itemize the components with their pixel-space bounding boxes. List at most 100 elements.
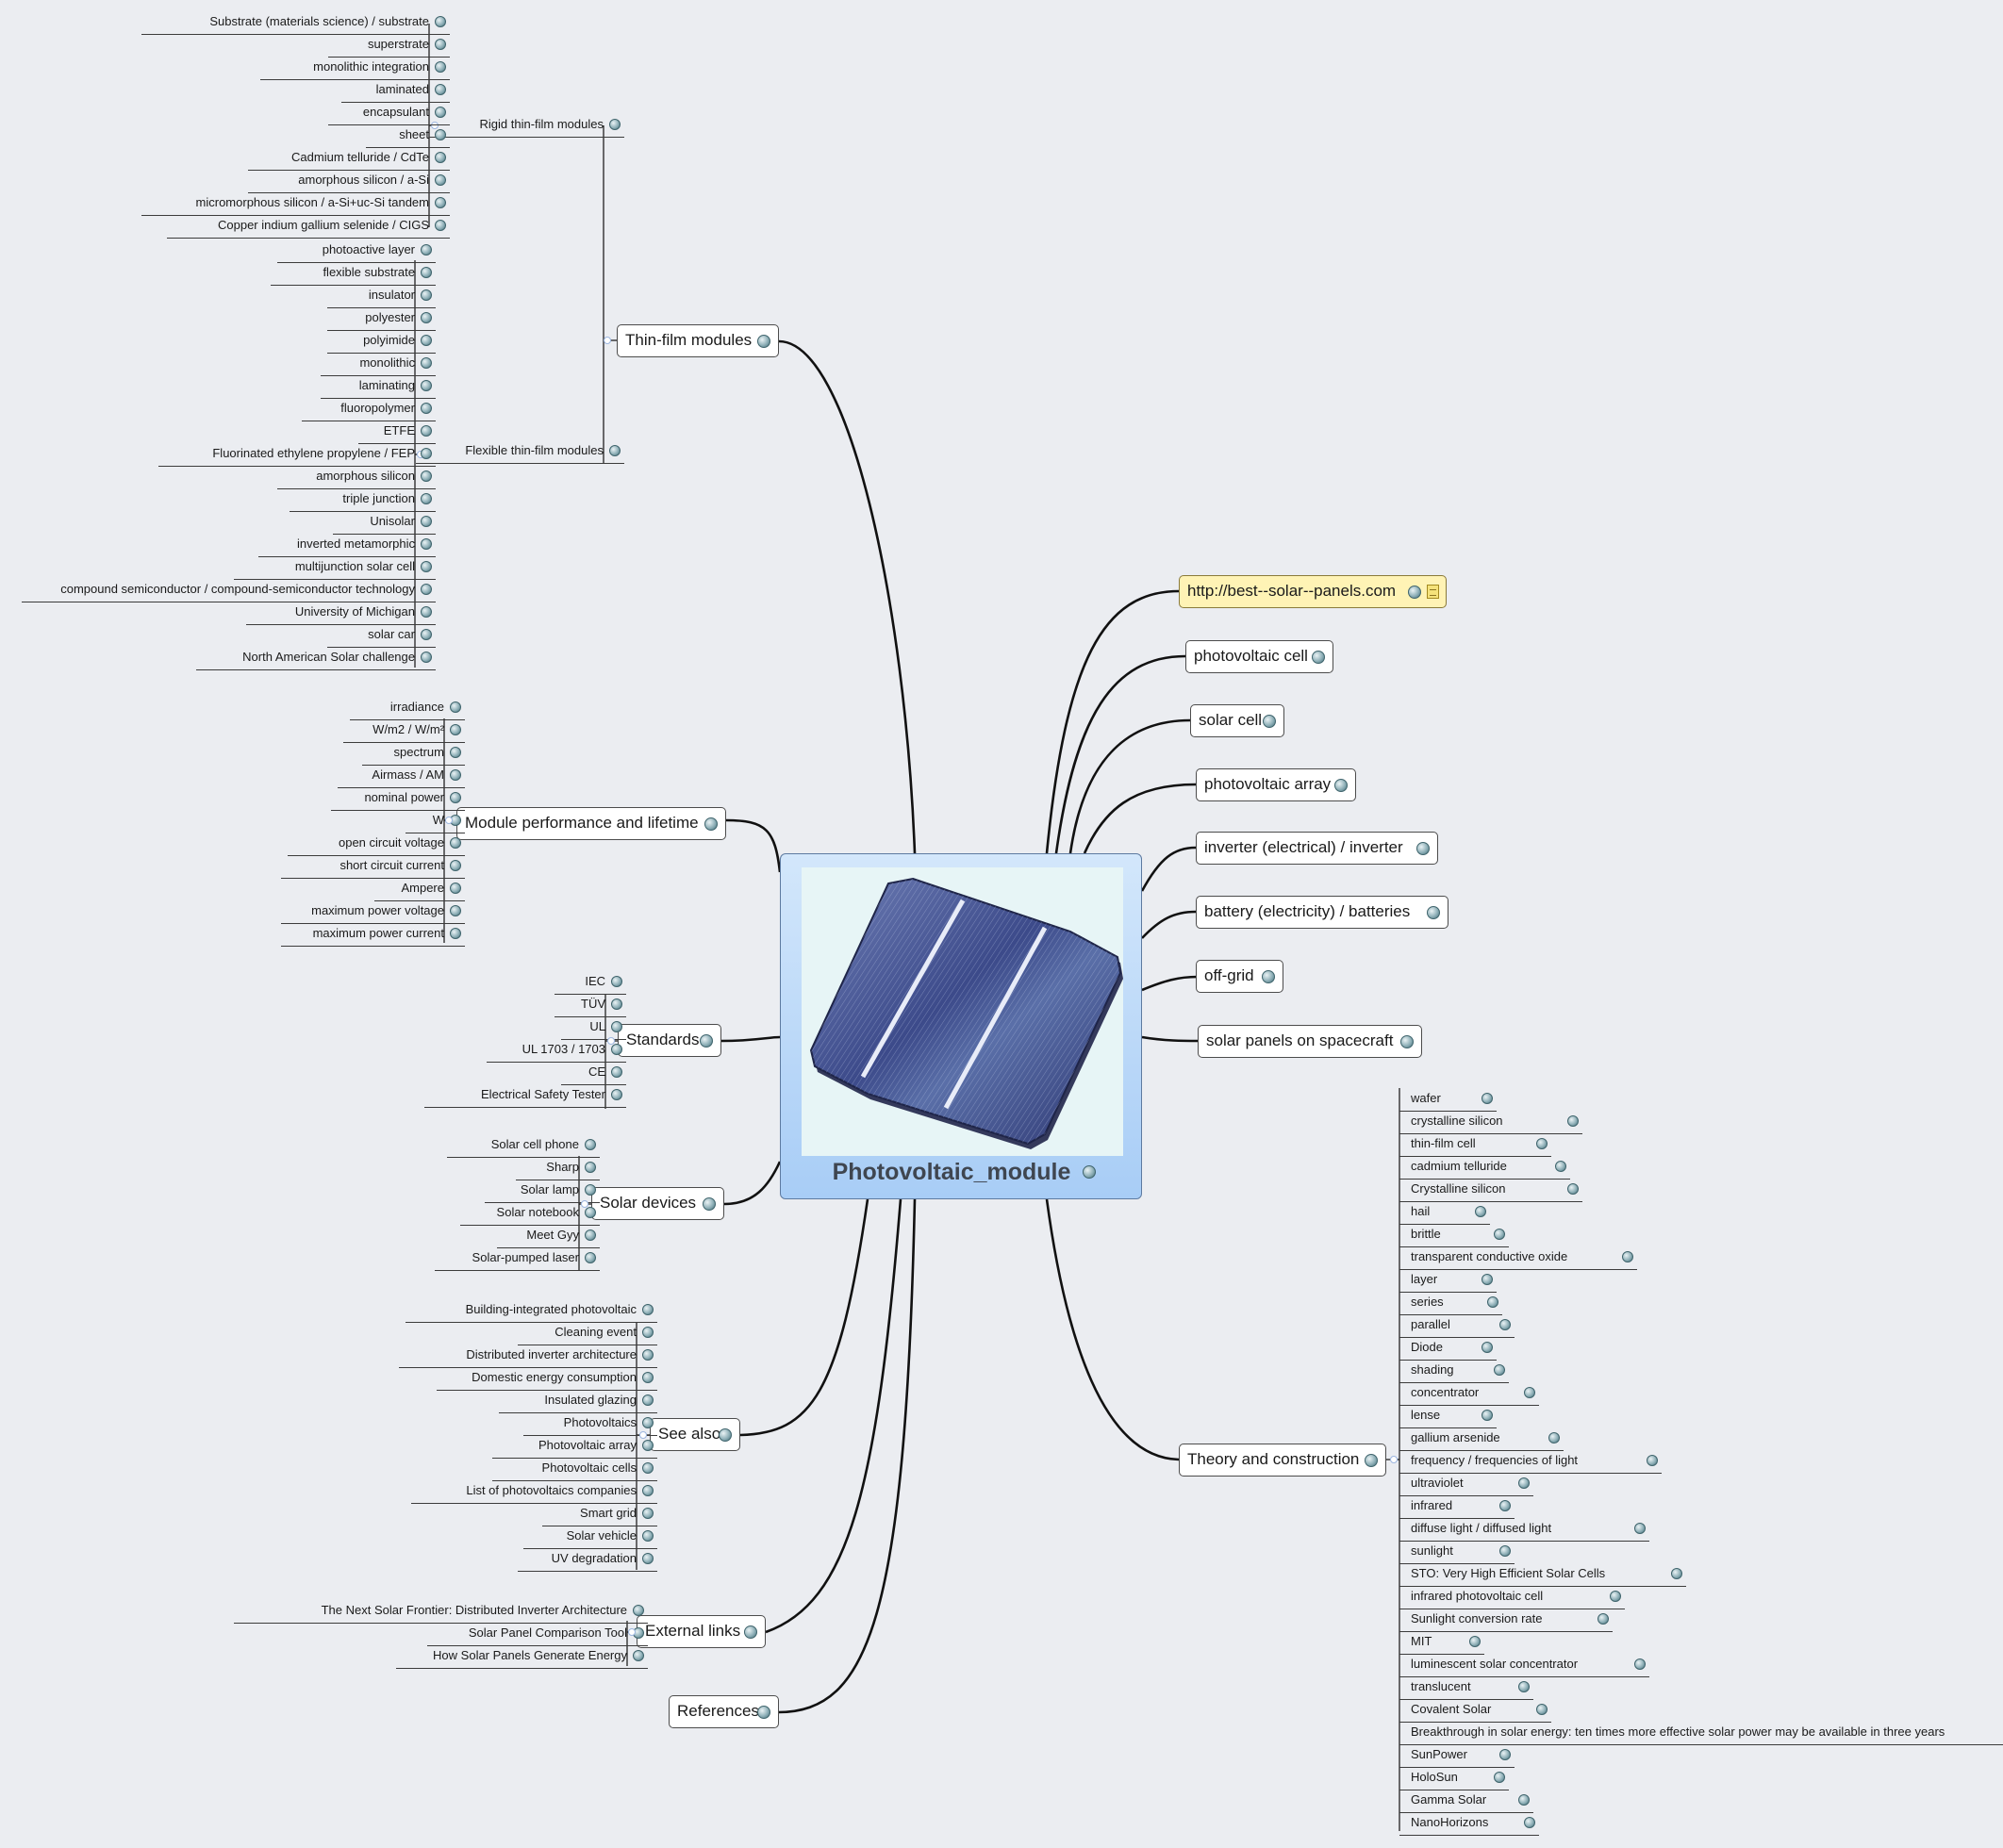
leaf-meet-gyy[interactable]: Meet Gyy: [497, 1225, 600, 1248]
leaf-electrical-safety-tester[interactable]: Electrical Safety Tester: [424, 1084, 626, 1108]
topic-battery-electricity-batteries[interactable]: battery (electricity) / batteries: [1196, 896, 1448, 929]
collapse-toggle-icon[interactable]: [604, 337, 611, 344]
leaf-photovoltaics[interactable]: Photovoltaics: [523, 1412, 657, 1436]
leaf-nanohorizons[interactable]: NanoHorizons: [1399, 1812, 1539, 1836]
topic-thin-film-modules[interactable]: Thin-film modules: [617, 324, 779, 357]
leaf-monolithic-integration[interactable]: monolithic integration: [260, 57, 450, 80]
leaf-copper-indium-gallium-selenide-cigs[interactable]: Copper indium gallium selenide / CIGS: [167, 215, 450, 239]
leaf-solar-car[interactable]: solar car: [327, 624, 436, 648]
leaf-solar-cell-phone[interactable]: Solar cell phone: [447, 1134, 600, 1158]
leaf-brittle[interactable]: brittle: [1399, 1224, 1509, 1247]
collapse-toggle-icon[interactable]: [431, 122, 439, 129]
collapse-toggle-icon[interactable]: [628, 1628, 636, 1636]
leaf-w[interactable]: W: [406, 810, 465, 833]
leaf-photoactive-layer[interactable]: photoactive layer: [277, 239, 436, 263]
leaf-layer[interactable]: layer: [1399, 1269, 1497, 1293]
topic-off-grid[interactable]: off-grid: [1196, 960, 1283, 993]
topic-module-performance[interactable]: Module performance and lifetime: [456, 807, 726, 840]
leaf-monolithic[interactable]: monolithic: [321, 353, 436, 376]
leaf-university-of-michigan[interactable]: University of Michigan: [246, 602, 436, 625]
leaf-triple-junction[interactable]: triple junction: [290, 488, 436, 512]
subtopic-flexible-thin-film-modules[interactable]: Flexible thin-film modules: [416, 440, 624, 464]
topic-standards[interactable]: Standards: [618, 1024, 721, 1057]
leaf-open-circuit-voltage[interactable]: open circuit voltage: [288, 833, 465, 856]
leaf-irradiance[interactable]: irradiance: [350, 697, 465, 720]
subtopic-rigid-thin-film-modules[interactable]: Rigid thin-film modules: [429, 114, 624, 138]
note-icon[interactable]: [1427, 585, 1439, 599]
leaf-solar-vehicle[interactable]: Solar vehicle: [523, 1526, 657, 1549]
leaf-crystalline-silicon[interactable]: Crystalline silicon: [1399, 1179, 1582, 1202]
leaf-airmass-am[interactable]: Airmass / AM: [338, 765, 465, 788]
leaf-photovoltaic-array[interactable]: Photovoltaic array: [492, 1435, 657, 1459]
leaf-ul[interactable]: UL: [561, 1016, 626, 1040]
leaf-flexible-substrate[interactable]: flexible substrate: [271, 262, 436, 286]
leaf-amorphous-silicon[interactable]: amorphous silicon: [277, 466, 436, 489]
leaf-sunlight-conversion-rate[interactable]: Sunlight conversion rate: [1399, 1609, 1613, 1632]
leaf-shading[interactable]: shading: [1399, 1360, 1509, 1383]
leaf-sunlight[interactable]: sunlight: [1399, 1541, 1515, 1564]
leaf-superstrate[interactable]: superstrate: [328, 34, 450, 58]
leaf-spectrum[interactable]: spectrum: [362, 742, 465, 766]
leaf-sharp[interactable]: Sharp: [516, 1157, 600, 1180]
leaf-crystalline-silicon[interactable]: crystalline silicon: [1399, 1111, 1582, 1134]
leaf-t-v[interactable]: TÜV: [555, 994, 626, 1017]
leaf-multijunction-solar-cell[interactable]: multijunction solar cell: [234, 556, 436, 580]
leaf-holosun[interactable]: HoloSun: [1399, 1767, 1509, 1790]
leaf-transparent-conductive-oxide[interactable]: transparent conductive oxide: [1399, 1246, 1637, 1270]
leaf-covalent-solar[interactable]: Covalent Solar: [1399, 1699, 1551, 1723]
topic-references[interactable]: References: [669, 1695, 779, 1728]
leaf-how-solar-panels-generate-energy[interactable]: How Solar Panels Generate Energy: [396, 1645, 648, 1669]
leaf-uv-degradation[interactable]: UV degradation: [518, 1548, 657, 1572]
leaf-ce[interactable]: CE: [561, 1062, 626, 1085]
leaf-laminating[interactable]: laminating: [321, 375, 436, 399]
leaf-substrate-materials-science-substrate[interactable]: Substrate (materials science) / substrat…: [141, 11, 450, 35]
leaf-sunpower[interactable]: SunPower: [1399, 1744, 1515, 1768]
leaf-north-american-solar-challenge[interactable]: North American Solar challenge: [196, 647, 436, 670]
leaf-domestic-energy-consumption[interactable]: Domestic energy consumption: [437, 1367, 657, 1391]
leaf-wafer[interactable]: wafer: [1399, 1088, 1497, 1112]
leaf-luminescent-solar-concentrator[interactable]: luminescent solar concentrator: [1399, 1654, 1649, 1677]
leaf-cadmium-telluride[interactable]: cadmium telluride: [1399, 1156, 1570, 1180]
leaf-diffuse-light-diffused-light[interactable]: diffuse light / diffused light: [1399, 1518, 1649, 1542]
leaf-concentrator[interactable]: concentrator: [1399, 1382, 1539, 1406]
topic-photovoltaic-array[interactable]: photovoltaic array: [1196, 768, 1356, 801]
leaf-polyester[interactable]: polyester: [327, 307, 436, 331]
leaf-smart-grid[interactable]: Smart grid: [542, 1503, 657, 1526]
leaf-the-next-solar-frontier-distributed-inve[interactable]: The Next Solar Frontier: Distributed Inv…: [234, 1600, 648, 1624]
leaf-photovoltaic-cells[interactable]: Photovoltaic cells: [492, 1458, 657, 1481]
leaf-fluoropolymer[interactable]: fluoropolymer: [302, 398, 436, 421]
leaf-laminated[interactable]: laminated: [341, 79, 450, 103]
leaf-gamma-solar[interactable]: Gamma Solar: [1399, 1790, 1533, 1813]
leaf-building-integrated-photovoltaic[interactable]: Building-integrated photovoltaic: [406, 1299, 657, 1323]
topic-inverter-electrical-inverter[interactable]: inverter (electrical) / inverter: [1196, 832, 1438, 865]
collapse-toggle-icon[interactable]: [607, 1037, 615, 1045]
leaf-sto-very-high-efficient-solar-cells[interactable]: STO: Very High Efficient Solar Cells: [1399, 1563, 1686, 1587]
leaf-ampere[interactable]: Ampere: [374, 878, 465, 901]
topic-solar-panels-on-spacecraft[interactable]: solar panels on spacecraft: [1198, 1025, 1422, 1058]
collapse-toggle-icon[interactable]: [639, 1431, 647, 1439]
leaf-short-circuit-current[interactable]: short circuit current: [281, 855, 465, 879]
topic-http-best-solar-panels-com[interactable]: http://best--solar--panels.com: [1179, 575, 1447, 608]
leaf-ul-1703-1703[interactable]: UL 1703 / 1703: [487, 1039, 626, 1063]
topic-see-also[interactable]: See also: [650, 1418, 740, 1451]
leaf-solar-pumped-laser[interactable]: Solar-pumped laser: [435, 1247, 600, 1271]
leaf-cleaning-event[interactable]: Cleaning event: [518, 1322, 657, 1345]
leaf-unisolar[interactable]: Unisolar: [333, 511, 436, 535]
leaf-micromorphous-silicon-a-si-uc-si-tandem[interactable]: micromorphous silicon / a-Si+uc-Si tande…: [141, 192, 450, 216]
leaf-insulated-glazing[interactable]: Insulated glazing: [499, 1390, 657, 1413]
topic-theory-and-construction[interactable]: Theory and construction: [1179, 1444, 1386, 1477]
leaf-insulator[interactable]: insulator: [327, 285, 436, 308]
leaf-polyimide[interactable]: polyimide: [327, 330, 436, 354]
collapse-toggle-icon[interactable]: [445, 817, 453, 824]
topic-external-links[interactable]: External links: [637, 1615, 766, 1648]
leaf-breakthrough-in-solar-energy-ten-times-m[interactable]: Breakthrough in solar energy: ten times …: [1399, 1722, 2003, 1745]
leaf-iec[interactable]: IEC: [555, 971, 626, 995]
leaf-solar-lamp[interactable]: Solar lamp: [485, 1180, 600, 1203]
collapse-toggle-icon[interactable]: [581, 1200, 588, 1208]
leaf-parallel[interactable]: parallel: [1399, 1314, 1515, 1338]
leaf-infrared-photovoltaic-cell[interactable]: infrared photovoltaic cell: [1399, 1586, 1625, 1609]
leaf-compound-semiconductor-compound-semicond[interactable]: compound semiconductor / compound-semico…: [22, 579, 436, 602]
central-topic[interactable]: Photovoltaic_module: [780, 853, 1142, 1199]
collapse-toggle-icon[interactable]: [1390, 1456, 1398, 1463]
leaf-infrared[interactable]: infrared: [1399, 1495, 1515, 1519]
